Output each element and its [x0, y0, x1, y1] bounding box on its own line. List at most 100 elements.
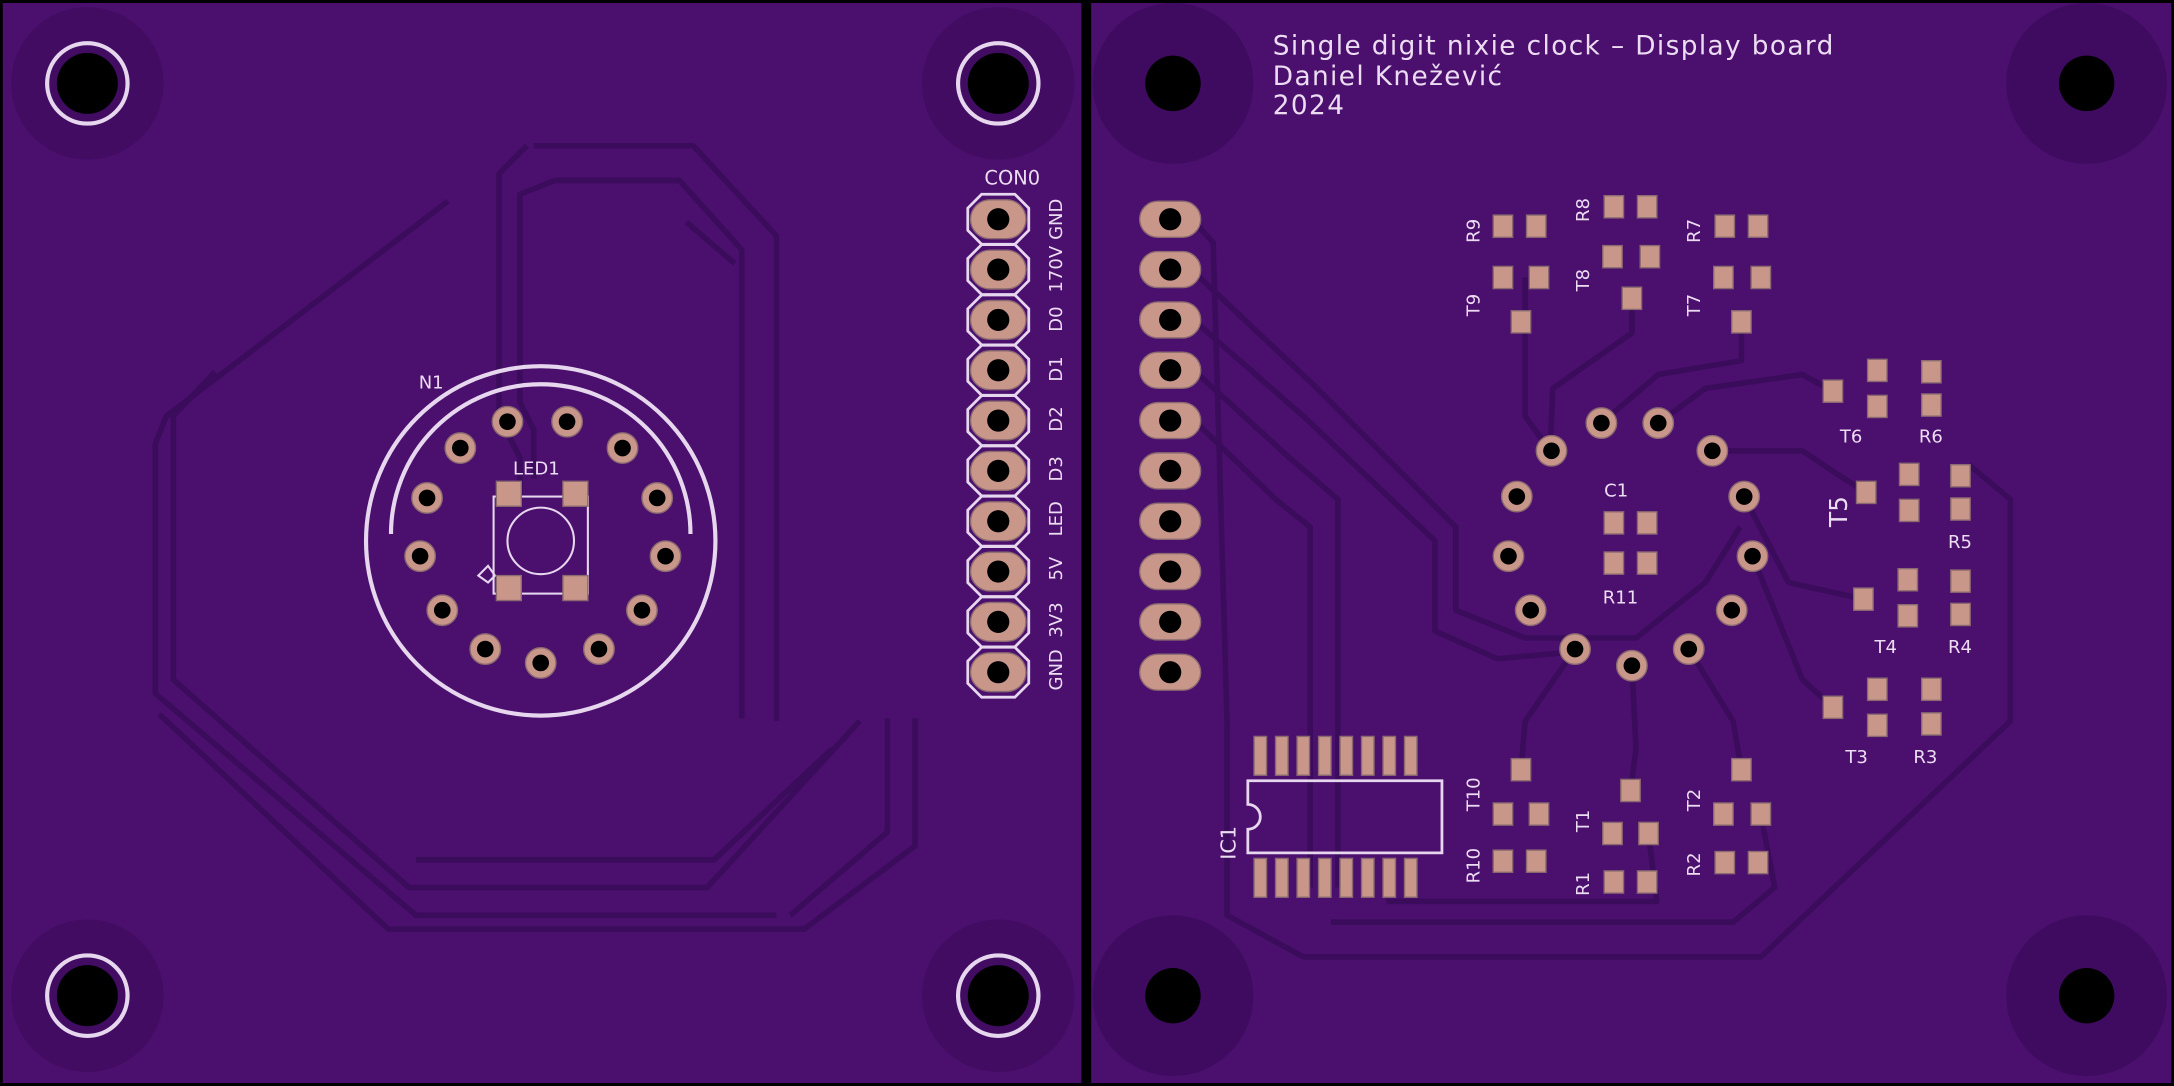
r2-label: R2 [1684, 852, 1705, 876]
smd-pad [1510, 310, 1532, 334]
nixie-pins [1492, 407, 1769, 682]
drill-hole [987, 359, 1010, 382]
smd-pad [1920, 359, 1942, 384]
smd-pads [1492, 194, 1971, 894]
drill-hole [1159, 661, 1182, 684]
drill-hole [1566, 640, 1584, 658]
drill-hole [1159, 510, 1182, 533]
left-mounting-holes [11, 7, 1075, 1072]
led-pad [562, 480, 589, 507]
smd-pad [1920, 393, 1942, 417]
ic-pin [1296, 857, 1311, 898]
ic-pin [1403, 735, 1418, 776]
smd-pad [1712, 802, 1734, 826]
ic-pin [1274, 857, 1289, 898]
smd-pad [1603, 551, 1625, 575]
drill-hole [657, 547, 674, 565]
drill-hole [1649, 414, 1667, 432]
smd-pad [1898, 498, 1920, 523]
ic1-outline [1246, 779, 1444, 855]
smd-pad [1747, 214, 1769, 238]
drill-hole [1703, 442, 1721, 460]
smd-pad [1603, 870, 1625, 894]
ic-pin [1339, 735, 1354, 776]
r6-label: R6 [1919, 426, 1943, 447]
drill-hole [411, 547, 429, 565]
mounting-hole-ring [955, 41, 1041, 126]
drill-hole [987, 409, 1010, 432]
smd-pad [1636, 551, 1658, 575]
pin-label: GND [1046, 649, 1067, 690]
drill-hole [633, 601, 651, 619]
mounting-hole [1145, 967, 1201, 1024]
smd-pad [1950, 497, 1971, 521]
right-traces [1190, 217, 2014, 960]
smd-pad [1731, 310, 1752, 334]
smd-pad [1897, 604, 1919, 628]
connector-outline [966, 645, 1031, 699]
smd-pad [1620, 778, 1641, 803]
ic1-pins [1253, 735, 1418, 898]
smd-pad [1747, 850, 1769, 875]
smd-pad [1492, 802, 1514, 826]
drill-hole [1723, 601, 1741, 619]
smd-pad [1602, 821, 1623, 846]
drill-hole [418, 489, 436, 507]
smd-pad [1528, 265, 1550, 290]
t2-label: T2 [1684, 789, 1705, 812]
smd-pad [1853, 587, 1874, 611]
mounting-hole [2058, 967, 2115, 1024]
smd-pad [1822, 379, 1844, 403]
title-line-2: Daniel Knežević [1273, 62, 1504, 92]
drill-hole [1543, 442, 1560, 460]
nixie-inner-arc [388, 382, 693, 534]
pin-label: 3V3 [1046, 602, 1067, 637]
title-line-3: 2024 [1273, 91, 1346, 121]
t7-label: T7 [1684, 294, 1705, 317]
drill-hole [987, 610, 1010, 633]
mounting-hole [967, 965, 1029, 1027]
ic-pin [1274, 735, 1289, 776]
smd-pad [1639, 244, 1661, 269]
drill-hole [476, 640, 494, 658]
drill-hole [1593, 414, 1610, 432]
mounting-hole [56, 52, 118, 114]
led-pad [562, 574, 589, 602]
drill-hole [987, 208, 1010, 231]
t8-label: T8 [1573, 269, 1594, 292]
led-ref-label: LED1 [513, 458, 560, 479]
smd-pad [1750, 802, 1772, 826]
ic-pin [1339, 857, 1354, 898]
t10-label: T10 [1463, 777, 1484, 812]
smd-pad [1621, 286, 1643, 311]
led-lens [506, 506, 576, 576]
nixie-socket-pins [404, 405, 682, 679]
drill-hole [987, 510, 1010, 533]
c1-label: C1 [1604, 481, 1628, 502]
r4-label: R4 [1948, 637, 1972, 658]
pin-label: D3 [1046, 456, 1067, 481]
ic-pin [1253, 735, 1268, 776]
pin-label: D2 [1046, 406, 1067, 431]
drill-hole [987, 459, 1010, 482]
mounting-hole-ring [45, 953, 130, 1038]
mounting-hole-ring [955, 953, 1041, 1038]
drill-hole [499, 413, 516, 431]
smd-pad [1525, 849, 1547, 873]
title-line-1: Single digit nixie clock – Display board [1273, 31, 1835, 61]
t4-label: T4 [1874, 637, 1897, 658]
drill-hole [1508, 488, 1526, 505]
ic-pin [1382, 735, 1397, 776]
smd-pad [1866, 358, 1888, 383]
led-pad [495, 574, 523, 602]
smd-pad [1822, 695, 1844, 720]
left-board: N1 LED1 CON0 GND 170V D0 D1 D2 D3 LED 5V… [2, 2, 1082, 1084]
smd-pad [1950, 569, 1971, 593]
pin-label: 5V [1046, 556, 1067, 580]
drill-hole [1500, 547, 1517, 565]
drill-hole [1623, 657, 1641, 675]
drill-hole [451, 439, 469, 457]
smd-pad [1638, 821, 1659, 846]
r11-label: R11 [1603, 587, 1638, 608]
smd-pad [1714, 850, 1736, 875]
